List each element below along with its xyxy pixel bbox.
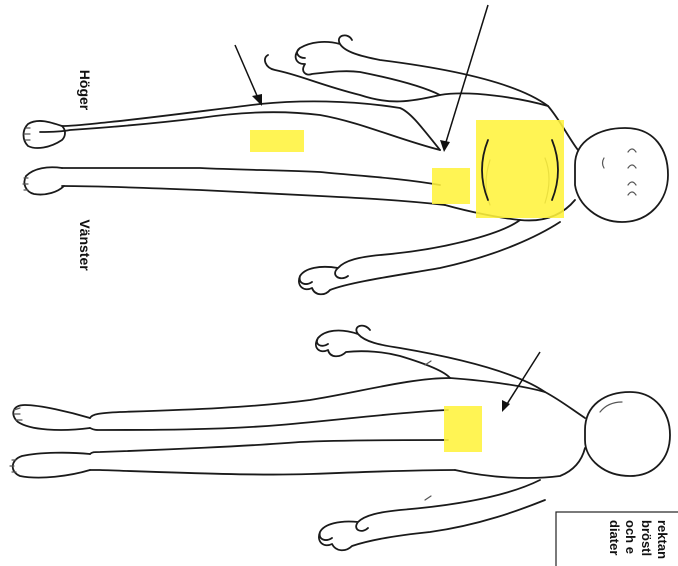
back-upper-patch [444,406,482,452]
front-upper-leg [40,112,440,150]
back-lower-leg [90,440,448,454]
front-lower-foot [24,167,64,194]
label-left-side: Vänster [77,219,93,271]
front-head [575,128,668,222]
legend-line-3: och e [623,520,638,554]
front-lower-arm [299,220,560,294]
back-upper-foot [13,405,90,430]
front-thigh-patch [250,130,304,152]
legend-line-1: rektan [655,520,670,559]
back-upper-arm [316,326,545,392]
front-abdomen-patch [432,168,470,204]
front-lower-leg [62,168,440,185]
arrow-back-patch [507,352,540,404]
legend-line-2: bröstl [639,520,654,556]
back-body-bottom-outline [455,448,585,478]
back-lower-arm [319,480,545,550]
arrow-front-thigh [235,45,258,98]
legend: rektan bröstl och e diater [556,512,678,566]
back-upper-leg [90,378,450,418]
front-figure [23,35,668,294]
front-upper-arm [296,35,548,106]
front-chest-patch [476,120,564,218]
label-right-side: Höger [77,70,93,111]
back-lower-foot [13,453,90,478]
back-head [585,392,670,476]
legend-line-4: diater [607,520,622,555]
